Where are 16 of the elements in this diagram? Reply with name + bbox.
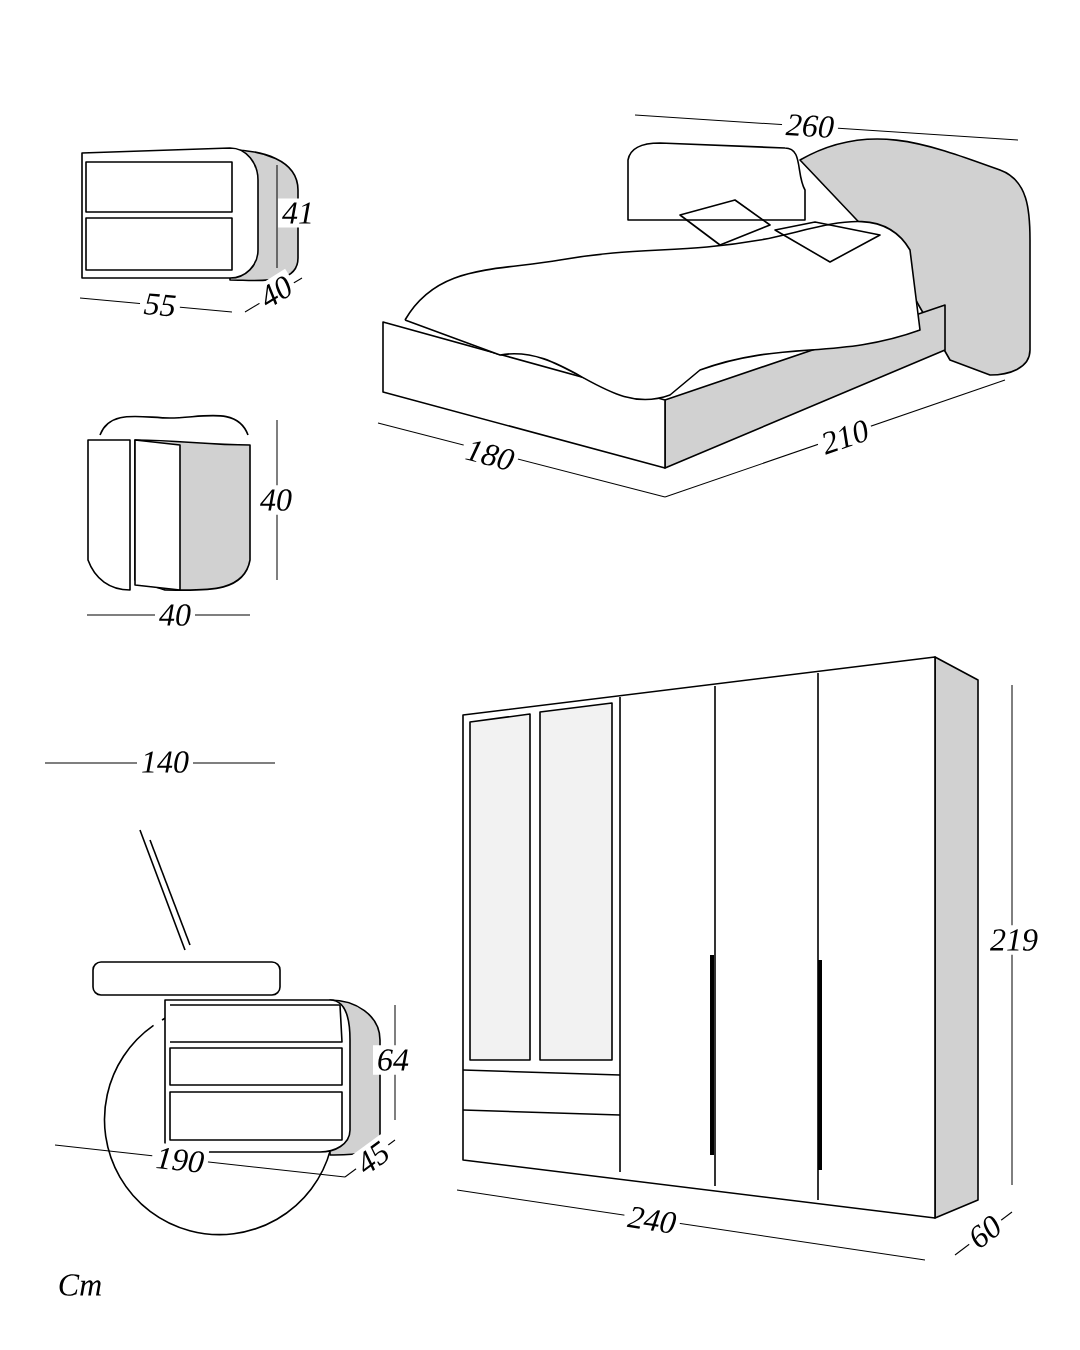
dimension-label: 55 xyxy=(138,288,182,322)
dimension-label: 41 xyxy=(278,198,318,228)
dimension-label: 64 xyxy=(373,1045,413,1075)
dimension-label: 180 xyxy=(459,433,521,477)
dimension-label: 140 xyxy=(137,747,193,777)
dimension-label: 60 xyxy=(960,1208,1010,1256)
dimension-label: 190 xyxy=(150,1142,210,1178)
dimension-label: 210 xyxy=(813,413,877,461)
unit-label: Cm xyxy=(59,1274,101,1296)
dimension-label: 40 xyxy=(155,600,195,630)
dimension-label: 40 xyxy=(256,485,296,515)
dimension-label: 260 xyxy=(781,109,839,143)
dimension-label: 40 xyxy=(251,268,301,316)
dimension-label: 45 xyxy=(348,1134,398,1182)
dimension-label: 240 xyxy=(622,1201,682,1239)
dimension-label: 219 xyxy=(986,925,1042,955)
